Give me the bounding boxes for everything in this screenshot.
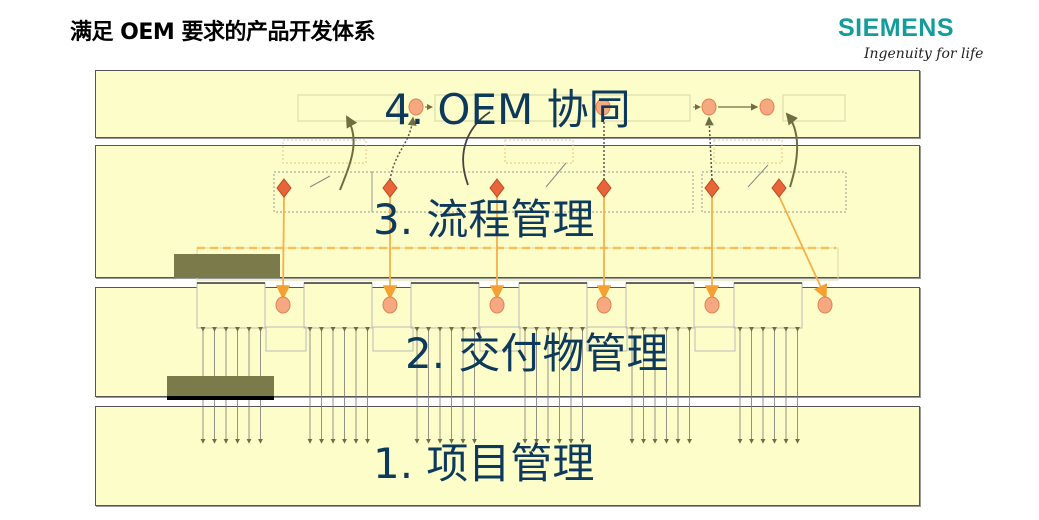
milestone-diamond-icon [771,178,787,198]
escalation-arrow [462,111,491,186]
deliverable-circle-icon [275,296,291,314]
deliverable-box [518,282,588,329]
oem-circle-icon [759,98,775,116]
deliverable-box [196,282,266,329]
milestone-diamond-icon [704,178,720,198]
deliverable-subbox [586,326,628,352]
process-group-box [371,171,694,213]
deliverable-box [410,282,480,329]
layer-project-management [95,406,920,506]
connector-line [747,164,769,188]
workflow-box [196,247,839,281]
brand-tagline: Ingenuity for life [864,46,984,62]
oem-circle-icon [408,98,424,116]
oem-circle-icon [701,98,717,116]
deliverable-circle-icon [704,296,720,314]
page-title: 满足 OEM 要求的产品开发体系 [70,20,375,45]
process-group-box [273,171,373,213]
olive-block [174,254,280,278]
process-to-deliverable-arrow [275,195,291,300]
escalation-dotted-arrow [704,116,714,181]
layer-label-deliverable: 2. 交付物管理 [405,329,669,378]
oem-box [434,94,691,122]
siemens-logo: SIEMENS [838,14,955,42]
olive-block-shadow [167,396,274,400]
oem-box [782,94,846,122]
layer-label-process: 3. 流程管理 [373,195,595,244]
process-subbox [713,139,783,164]
process-subbox [504,139,574,164]
deliverable-circle-icon [382,296,398,314]
deliverable-box [303,282,373,329]
connector-line [309,175,331,188]
milestone-diamond-icon [276,178,292,198]
deliverable-subbox [479,326,521,352]
oem-circle-icon [595,98,611,116]
milestone-diamond-icon [382,178,398,198]
layer-label-project: 1. 项目管理 [373,439,595,488]
deliverable-circle-icon [489,296,505,314]
process-group-box [701,171,847,213]
deliverable-box [733,282,803,329]
milestone-diamond-icon [489,178,505,198]
layer-label-oem: 4. OEM 协同 [384,85,631,134]
deliverable-circle-icon [817,296,833,314]
escalation-arrow [339,115,358,191]
deliverable-circle-icon [596,296,612,314]
escalation-arrow [785,112,799,188]
deliverable-subbox [265,326,307,352]
deliverable-subbox [372,326,414,352]
olive-block [167,376,274,396]
deliverable-subbox [694,326,736,352]
process-to-deliverable-arrow [778,195,828,300]
process-subbox [282,139,367,164]
milestone-diamond-icon [596,178,612,198]
connector-line [545,162,567,188]
